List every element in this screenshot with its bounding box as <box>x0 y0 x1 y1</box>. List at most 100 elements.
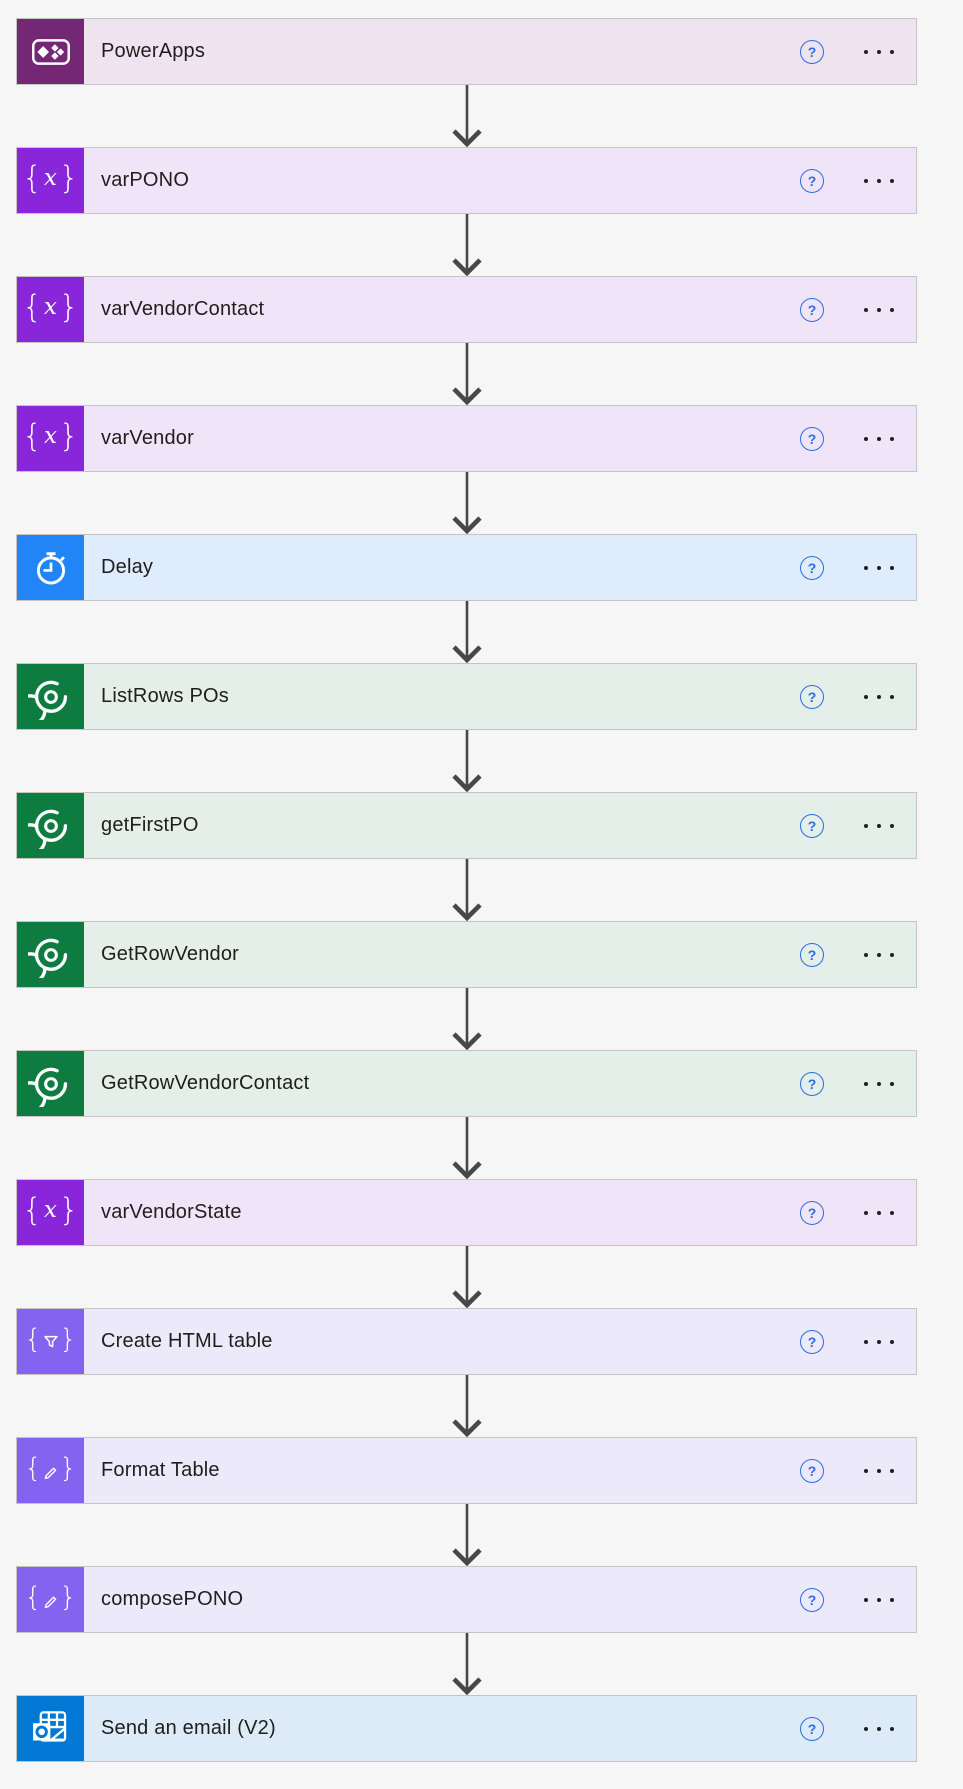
ellipsis-dot <box>890 1081 894 1086</box>
connector <box>16 1633 917 1695</box>
ellipsis-menu-button[interactable] <box>862 947 896 963</box>
connector <box>16 1246 917 1308</box>
flow-step: PowerApps ? <box>16 18 917 147</box>
flow-step: GetRowVendor ? <box>16 921 917 1050</box>
ellipsis-dot <box>877 952 881 957</box>
ellipsis-dot <box>890 1339 894 1344</box>
ellipsis-menu-button[interactable] <box>862 818 896 834</box>
ellipsis-menu-button[interactable] <box>862 302 896 318</box>
action-card-getrowvendorcontact[interactable]: GetRowVendorContact ? <box>16 1050 917 1117</box>
action-card-create-html-table[interactable]: {} Create HTML table ? <box>16 1308 917 1375</box>
action-title: GetRowVendor <box>101 943 240 965</box>
ellipsis-dot <box>864 952 868 957</box>
ellipsis-dot <box>877 1339 881 1344</box>
dataverse-icon <box>17 793 84 858</box>
ellipsis-dot <box>890 307 894 312</box>
down-arrow-icon <box>451 472 482 534</box>
ellipsis-dot <box>877 436 881 441</box>
ellipsis-dot <box>890 1468 894 1473</box>
action-title: varPONO <box>101 169 190 191</box>
ellipsis-dot <box>864 436 868 441</box>
dataverse-icon <box>17 922 84 987</box>
action-card-composepono[interactable]: {} composePONO ? <box>16 1566 917 1633</box>
ellipsis-menu-button[interactable] <box>862 1334 896 1350</box>
help-icon[interactable]: ? <box>800 1200 824 1225</box>
flow-step: {} Create HTML table ? <box>16 1308 917 1437</box>
ellipsis-dot <box>864 178 868 183</box>
ellipsis-dot <box>864 1468 868 1473</box>
action-card-varvendorcontact[interactable]: {x} varVendorContact ? <box>16 276 917 343</box>
card-actions: ? <box>800 1071 896 1096</box>
help-icon[interactable]: ? <box>800 1458 824 1483</box>
ellipsis-dot <box>890 178 894 183</box>
down-arrow-icon <box>451 601 482 663</box>
connector <box>16 988 917 1050</box>
ellipsis-dot <box>890 1597 894 1602</box>
ellipsis-dot <box>890 694 894 699</box>
stopwatch-icon <box>17 535 84 600</box>
flow-step: GetRowVendorContact ? <box>16 1050 917 1179</box>
help-icon[interactable]: ? <box>800 1071 824 1096</box>
card-actions: ? <box>800 942 896 967</box>
action-card-getfirstpo[interactable]: getFirstPO ? <box>16 792 917 859</box>
action-title: Delay <box>101 556 154 578</box>
help-icon[interactable]: ? <box>800 1587 824 1612</box>
ellipsis-menu-button[interactable] <box>862 689 896 705</box>
card-actions: ? <box>800 813 896 838</box>
action-card-getrowvendor[interactable]: GetRowVendor ? <box>16 921 917 988</box>
action-card-varvendor[interactable]: {x} varVendor ? <box>16 405 917 472</box>
action-card-powerapps[interactable]: PowerApps ? <box>16 18 917 85</box>
connector <box>16 85 917 147</box>
card-actions: ? <box>800 1329 896 1354</box>
ellipsis-dot <box>890 823 894 828</box>
ellipsis-menu-button[interactable] <box>862 560 896 576</box>
flow-step: {x} varPONO ? <box>16 147 917 276</box>
flow-step: {x} varVendorContact ? <box>16 276 917 405</box>
ellipsis-menu-button[interactable] <box>862 431 896 447</box>
ellipsis-dot <box>877 307 881 312</box>
connector <box>16 1504 917 1566</box>
ellipsis-menu-button[interactable] <box>862 1076 896 1092</box>
help-icon[interactable]: ? <box>800 1329 824 1354</box>
ellipsis-menu-button[interactable] <box>862 1463 896 1479</box>
flow-step: Delay ? <box>16 534 917 663</box>
ellipsis-menu-button[interactable] <box>862 173 896 189</box>
action-card-send-an-email-v2[interactable]: Send an email (V2) ? <box>16 1695 917 1762</box>
dataverse-icon <box>17 1051 84 1116</box>
ellipsis-dot <box>864 565 868 570</box>
ellipsis-dot <box>864 1726 868 1731</box>
action-card-listrows-pos[interactable]: ListRows POs ? <box>16 663 917 730</box>
help-icon[interactable]: ? <box>800 39 824 64</box>
ellipsis-dot <box>890 436 894 441</box>
down-arrow-icon <box>451 730 482 792</box>
down-arrow-icon <box>451 1246 482 1308</box>
help-icon[interactable]: ? <box>800 684 824 709</box>
ellipsis-menu-button[interactable] <box>862 1205 896 1221</box>
ellipsis-dot <box>877 1468 881 1473</box>
help-icon[interactable]: ? <box>800 297 824 322</box>
ellipsis-dot <box>864 307 868 312</box>
help-icon[interactable]: ? <box>800 555 824 580</box>
variable-icon: {x} <box>17 148 84 213</box>
ellipsis-menu-button[interactable] <box>862 44 896 60</box>
action-title: varVendorContact <box>101 298 265 320</box>
help-icon[interactable]: ? <box>800 813 824 838</box>
help-icon[interactable]: ? <box>800 426 824 451</box>
action-card-delay[interactable]: Delay ? <box>16 534 917 601</box>
ellipsis-dot <box>890 1726 894 1731</box>
action-title: varVendor <box>101 427 194 449</box>
ellipsis-menu-button[interactable] <box>862 1592 896 1608</box>
action-card-varvendorstate[interactable]: {x} varVendorState ? <box>16 1179 917 1246</box>
flow-step: ListRows POs ? <box>16 663 917 792</box>
ellipsis-dot <box>877 694 881 699</box>
action-card-varpono[interactable]: {x} varPONO ? <box>16 147 917 214</box>
connector <box>16 472 917 534</box>
ellipsis-dot <box>890 1210 894 1215</box>
help-icon[interactable]: ? <box>800 1716 824 1741</box>
action-card-format-table[interactable]: {} Format Table ? <box>16 1437 917 1504</box>
ellipsis-dot <box>890 49 894 54</box>
help-icon[interactable]: ? <box>800 168 824 193</box>
variable-icon: {x} <box>17 1180 84 1245</box>
ellipsis-menu-button[interactable] <box>862 1721 896 1737</box>
help-icon[interactable]: ? <box>800 942 824 967</box>
